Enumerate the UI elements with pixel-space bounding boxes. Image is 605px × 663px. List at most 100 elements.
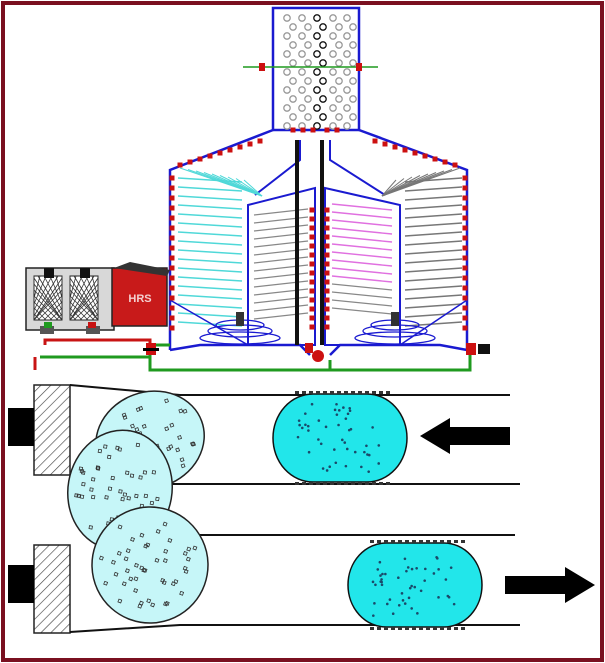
- coil-loop: [283, 32, 291, 40]
- plate-cyan: [177, 213, 243, 219]
- plate-magenta: [331, 219, 393, 227]
- coil-loop: [289, 113, 297, 121]
- capsule-dot: [337, 409, 341, 412]
- capsule-dot: [335, 402, 338, 406]
- roof-right-inner: [329, 140, 386, 196]
- capsule-tooth: [379, 482, 383, 485]
- plate-magenta: [331, 267, 393, 275]
- lobe: [91, 506, 209, 624]
- plate-gray: [404, 285, 463, 291]
- capsule-dot: [304, 412, 307, 415]
- capsule-dot: [367, 470, 370, 473]
- arrow-left-icon: [420, 418, 510, 454]
- capsule-dot: [407, 596, 411, 600]
- plate-gray: [404, 186, 463, 192]
- capsule-dot: [324, 425, 328, 429]
- valve-dot: [290, 127, 296, 133]
- mesh-line: [69, 275, 77, 299]
- lobe-speck: [182, 408, 188, 414]
- capsule-tooth: [316, 482, 320, 485]
- capsule-dot: [423, 579, 426, 582]
- floor-right: [329, 343, 468, 356]
- coil-loop: [319, 95, 327, 103]
- lobe-speck: [162, 521, 168, 527]
- capsule-dot: [378, 560, 382, 564]
- capsule-tooth: [426, 627, 430, 630]
- valve-dot: [227, 147, 233, 153]
- capsule-tooth: [358, 391, 362, 394]
- capsule-dot: [436, 557, 439, 560]
- coil-loop: [283, 50, 291, 58]
- plate-magenta: [331, 251, 393, 259]
- capsule-dot: [374, 583, 377, 587]
- plate-gray-fan: [381, 179, 397, 197]
- plate-magenta: [331, 275, 393, 283]
- coil-loop: [304, 59, 312, 67]
- coil-loop: [304, 41, 312, 49]
- plate-gray: [404, 276, 463, 282]
- capsule-tooth: [386, 391, 390, 394]
- coil-loop: [329, 122, 337, 130]
- lobe-speck: [141, 423, 147, 429]
- capsule-dot: [376, 568, 380, 571]
- mesh-line: [37, 295, 63, 321]
- mesh-line: [33, 277, 63, 321]
- lobe-speck: [162, 558, 168, 564]
- plate-gray: [404, 195, 463, 201]
- valve-dot: [462, 225, 468, 231]
- valve-dot: [462, 175, 468, 181]
- coil-loop: [283, 104, 291, 112]
- capsule-dot: [410, 567, 414, 571]
- plate-inner-gray: [331, 283, 393, 291]
- valve-dot: [324, 225, 330, 231]
- pipe-valve-right: [466, 343, 490, 355]
- lobe-speck: [166, 446, 172, 452]
- coil-loop: [349, 95, 357, 103]
- capsule-dot: [397, 603, 401, 607]
- mesh-line: [69, 275, 95, 317]
- capsule-body: [347, 542, 483, 628]
- coil-loop: [313, 104, 321, 112]
- lobe-speck: [126, 496, 131, 501]
- valve-dot: [324, 315, 330, 321]
- capsule-dot: [328, 465, 332, 469]
- capsule-dot: [346, 412, 350, 416]
- coil-loop: [329, 104, 337, 112]
- capsule-dot: [447, 595, 451, 599]
- coil-loop: [289, 59, 297, 67]
- lobe-speck: [110, 475, 115, 481]
- capsule-tooth: [447, 627, 451, 630]
- capsule-tooth: [344, 391, 348, 394]
- lobe-speck: [125, 470, 130, 475]
- lobe-speck: [133, 576, 139, 582]
- coil-loop: [319, 41, 327, 49]
- capsule-dot: [408, 586, 412, 590]
- capsule-dot: [413, 585, 417, 589]
- lobe-speck: [139, 532, 145, 538]
- lobe-speck: [150, 602, 156, 608]
- coil-loop: [313, 68, 321, 76]
- valve-dot: [324, 127, 330, 133]
- heater-label: HRS: [128, 293, 151, 305]
- mesh-line: [69, 283, 99, 321]
- plates-inner-right: [331, 203, 393, 315]
- lobe-speck: [173, 579, 179, 585]
- coil-loop: [329, 68, 337, 76]
- capsule-dot: [379, 574, 382, 577]
- capsule-dot: [340, 438, 344, 442]
- capsule-dot: [321, 467, 325, 470]
- capsule-dot: [317, 438, 320, 441]
- coil-loop: [319, 59, 327, 67]
- plate-gray-fan: [381, 176, 413, 197]
- valve-dot: [324, 306, 330, 312]
- capsule-dot: [365, 444, 368, 448]
- coil-loop: [319, 77, 327, 85]
- capsule-dot: [306, 424, 310, 428]
- capsule-dot: [377, 462, 381, 465]
- capsule-tooth: [351, 391, 355, 394]
- mesh-line: [91, 275, 99, 299]
- valve-dot: [462, 195, 468, 201]
- lobe-speck: [121, 412, 127, 418]
